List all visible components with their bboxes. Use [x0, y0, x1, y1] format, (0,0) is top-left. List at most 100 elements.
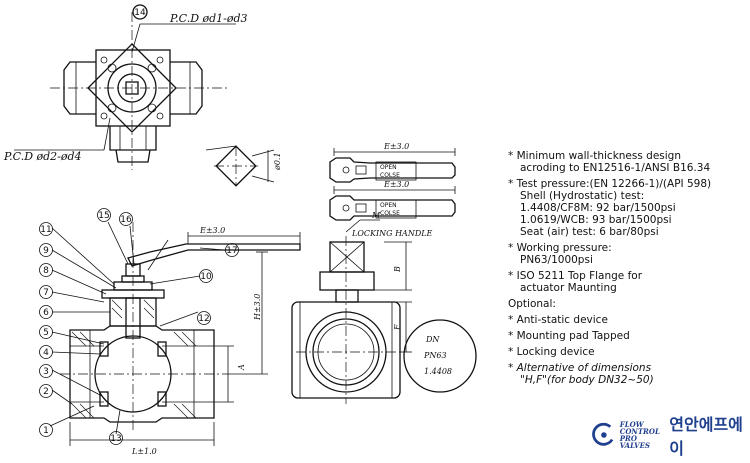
note-bullet: * — [508, 270, 514, 282]
handle-open-1: OPEN — [380, 164, 397, 171]
callout-5: 5 — [43, 328, 49, 338]
note-line: Minimum wall-thickness design — [516, 150, 682, 162]
side-dim-f: F — [393, 324, 402, 331]
note-line: Working pressure: — [516, 242, 612, 254]
note-line: Optional: — [508, 298, 556, 310]
note-item: * Mounting pad Tapped — [508, 330, 748, 342]
logo-wordmark: FLOW CONTROL PRO VALVES — [620, 421, 666, 449]
locking-handle-drawing — [329, 148, 456, 221]
logo-swirl-icon — [592, 422, 614, 446]
callout-bubble-12 — [197, 311, 211, 325]
note-line: 1.4408/CF8M: 92 bar/1500psi — [520, 202, 676, 214]
callout-13: 13 — [110, 434, 121, 444]
note-item: * Locking device — [508, 346, 748, 358]
callout-17: 17 — [226, 246, 237, 256]
callout-10: 10 — [200, 272, 212, 282]
note-line: ISO 5211 Top Flange for — [516, 270, 643, 282]
callout-bubble-11 — [39, 222, 53, 236]
callout-bubble-3 — [39, 364, 53, 378]
handle-dim-e-2: E±3.0 — [383, 180, 409, 189]
plate-pn: PN63 — [423, 351, 447, 360]
side-dim-b: B — [393, 266, 402, 273]
section-dim-a: A — [237, 364, 246, 371]
handle-close-1: COLSE — [380, 172, 400, 179]
callout-2: 2 — [43, 387, 49, 397]
pcd-top-label: P.C.D ød1-ød3 — [169, 12, 248, 25]
locking-handle-title: LOCKING HANDLE — [351, 229, 433, 238]
handle-dim-e-1: E±3.0 — [383, 142, 409, 151]
plate-dn: DN — [425, 335, 440, 344]
handle-open-2: OPEN — [380, 202, 397, 209]
callout-16: 16 — [120, 215, 132, 225]
callout-bubble-16 — [119, 212, 133, 226]
callout-1: 1 — [43, 426, 49, 436]
note-line: Seat (air) test: 6 bar/80psi — [520, 226, 659, 238]
callout-bubble-14 — [132, 4, 148, 20]
logo-line-1: FLOW — [619, 420, 644, 429]
top-view — [14, 12, 236, 170]
callout-7: 7 — [43, 288, 49, 298]
callout-6: 6 — [43, 308, 49, 318]
note-line: "H,F"(for body DN32~50) — [520, 374, 654, 386]
note-line: Mounting pad Tapped — [516, 330, 630, 342]
stem-detail — [205, 145, 275, 187]
callout-8: 8 — [43, 266, 49, 276]
callout-12: 12 — [198, 314, 209, 324]
note-line: actuator Maunting — [520, 282, 617, 294]
callout-bubble-5 — [39, 325, 53, 339]
callout-15: 15 — [98, 211, 109, 221]
section-view — [49, 221, 301, 446]
note-item: * Anti-static device — [508, 314, 748, 326]
note-item: * Working pressure:PN63/1000psi — [508, 242, 748, 266]
section-callouts — [39, 208, 239, 445]
callout-bubble-15 — [97, 208, 111, 222]
note-bullet: * — [508, 330, 514, 342]
company-logo: FLOW CONTROL PRO VALVES 연안에프에이 — [592, 415, 750, 458]
note-bullet: * — [508, 314, 514, 326]
note-item: Optional: — [508, 298, 748, 310]
stem-dimension: ø0.1 — [273, 152, 282, 171]
section-dim-h: H±3.0 — [253, 294, 262, 321]
pcd-bottom-label: P.C.D ød2-ød4 — [3, 150, 82, 163]
note-line: Shell (Hydrostatic) test: — [520, 190, 645, 202]
note-bullet: * — [508, 362, 514, 374]
callout-4: 4 — [43, 348, 49, 358]
callout-bubble-8 — [39, 263, 53, 277]
note-line: Alternative of dimensions — [516, 362, 652, 374]
plate-material: 1.4408 — [424, 367, 452, 376]
note-line: Anti-static device — [516, 314, 608, 326]
logo-line-3: PRO VALVES — [619, 434, 650, 450]
note-bullet: * — [508, 346, 514, 358]
handle-close-2: COLSE — [380, 210, 400, 217]
callout-9: 9 — [43, 246, 49, 256]
note-item: * Alternative of dimensions"H,F"(for bod… — [508, 362, 748, 386]
callout-3: 3 — [43, 367, 49, 377]
note-bullet: * — [508, 242, 514, 254]
note-line: acroding to EN12516-1/ANSI B16.34 — [520, 162, 711, 174]
callout-bubble-17 — [225, 243, 239, 257]
note-item: * Test pressure:(EN 12266-1)/(API 598)Sh… — [508, 178, 748, 238]
note-line: 1.0619/WCB: 93 bar/1500psi — [520, 214, 672, 226]
callout-bubble-7 — [39, 285, 53, 299]
callout-bubble-6 — [39, 305, 53, 319]
name-plate — [403, 319, 477, 393]
callout-14: 14 — [134, 8, 146, 18]
note-bullet: * — [508, 178, 514, 190]
callout-bubble-2 — [39, 384, 53, 398]
callout-11: 11 — [40, 225, 51, 235]
callout-bubble-9 — [39, 243, 53, 257]
note-line: PN63/1000psi — [520, 254, 593, 266]
note-line: Locking device — [516, 346, 595, 358]
note-bullet: * — [508, 150, 514, 162]
callout-bubble-10 — [199, 269, 213, 283]
callout-bubble-13 — [109, 431, 123, 445]
section-dim-l: L±1.0 — [131, 447, 157, 456]
section-dim-e: E±3.0 — [199, 226, 225, 235]
note-line: Test pressure:(EN 12266-1)/(API 598) — [516, 178, 712, 190]
side-view — [291, 219, 412, 404]
logo-line-2: CONTROL — [619, 427, 660, 436]
